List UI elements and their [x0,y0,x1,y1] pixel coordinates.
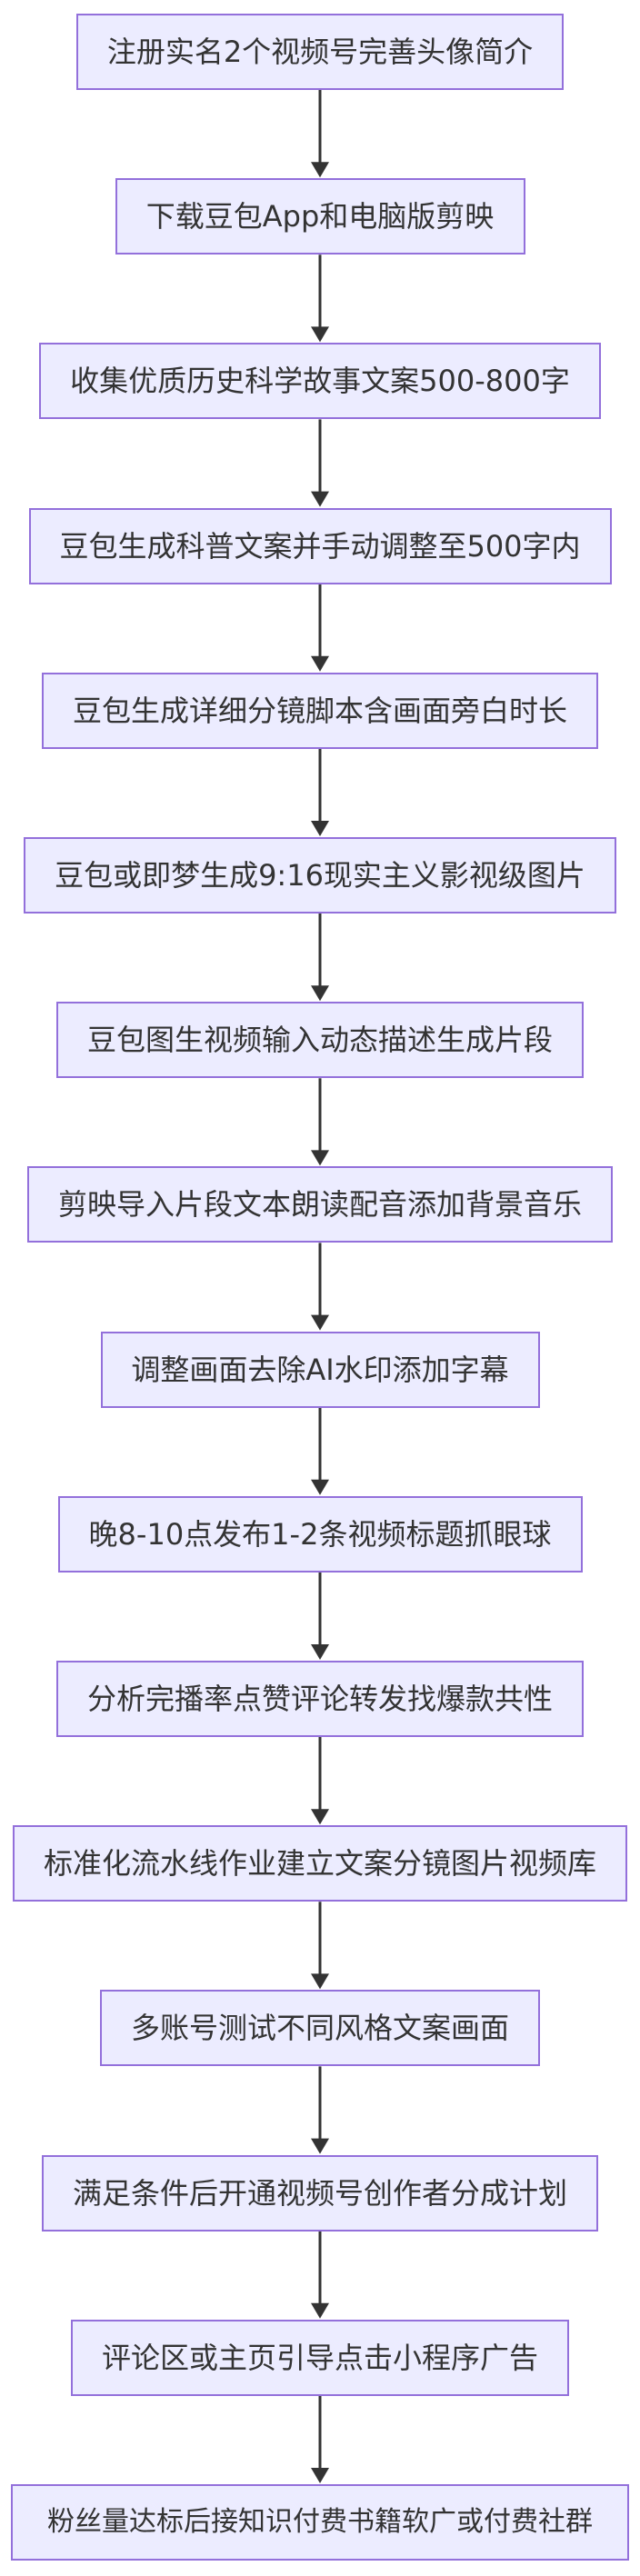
flow-step-label: 粉丝量达标后接知识付费书籍软广或付费社群 [47,2506,593,2538]
flow-step-label: 晚8-10点发布1-2条视频标题抓眼球 [88,1516,552,1552]
flow-step-label: 豆包图生视频输入动态描述生成片段 [86,1023,553,1058]
arrowhead-icon [311,2302,329,2319]
arrowhead-icon [311,1314,329,1331]
arrowhead-icon [311,2468,329,2483]
flow-arrow-8 [311,1243,329,1331]
arrowhead-icon [311,985,329,1002]
arrowhead-icon [311,821,329,836]
flow-step-label: 收集优质历史科学故事文案500-800字 [70,364,570,399]
flow-step-7: 豆包图生视频输入动态描述生成片段 [56,1002,584,1079]
flow-step-label: 剪映导入片段文本朗读配音添加背景音乐 [57,1187,582,1223]
flow-step-label: 满足条件后开通视频号创作者分成计划 [72,2175,567,2211]
arrowhead-icon [311,655,329,672]
flow-step-13: 多账号测试不同风格文案画面 [100,1990,540,2067]
flow-step-14: 满足条件后开通视频号创作者分成计划 [42,2154,598,2232]
flow-step-label: 多账号测试不同风格文案画面 [130,2011,509,2046]
flow-step-label: 分析完播率点赞评论转发找爆款共性 [86,1682,553,1716]
flow-arrow-12 [311,1902,329,1990]
flow-arrow-9 [311,1407,329,1495]
arrowhead-icon [311,1479,329,1495]
flow-step-4: 豆包生成科普文案并手动调整至500字内 [28,507,612,584]
flow-step-15: 评论区或主页引导点击小程序广告 [71,2319,569,2396]
arrowhead-icon [311,1644,329,1660]
flow-arrow-11 [311,1737,329,1825]
flow-arrow-4 [311,584,329,672]
flow-arrow-14 [311,2231,329,2319]
flow-step-12: 标准化流水线作业建立文案分镜图片视频库 [13,1825,627,1902]
arrowhead-icon [311,1150,329,1166]
flow-step-label: 豆包生成详细分镜脚本含画面旁白时长 [72,693,567,728]
flow-arrow-10 [311,1572,329,1660]
flow-step-10: 晚8-10点发布1-2条视频标题抓眼球 [57,1495,583,1573]
flow-arrow-1 [311,90,329,178]
arrowhead-icon [311,162,329,178]
flow-arrow-13 [311,2066,329,2154]
arrowhead-icon [311,1973,329,1990]
flow-step-label: 豆包生成科普文案并手动调整至500字内 [59,528,581,564]
flow-step-label: 下载豆包App和电脑版剪映 [145,199,495,235]
arrowhead-icon [311,2138,329,2154]
flow-step-2: 下载豆包App和电脑版剪映 [115,178,525,255]
flow-step-9: 调整画面去除AI水印添加字幕 [100,1331,540,1408]
flow-arrow-6 [311,914,329,1002]
flow-step-label: 标准化流水线作业建立文案分镜图片视频库 [43,1846,596,1882]
flow-step-16: 粉丝量达标后接知识付费书籍软广或付费社群 [11,2484,629,2561]
flow-arrow-3 [311,419,329,507]
flow-step-5: 豆包生成详细分镜脚本含画面旁白时长 [42,672,598,749]
flow-step-8: 剪映导入片段文本朗读配音添加背景音乐 [27,1166,613,1243]
arrowhead-icon [311,491,329,507]
flow-arrow-15 [311,2395,329,2483]
flow-step-label: 调整画面去除AI水印添加字幕 [131,1352,509,1387]
flow-arrow-2 [311,255,329,343]
flow-arrow-5 [311,748,329,836]
flow-step-3: 收集优质历史科学故事文案500-800字 [39,343,601,420]
flow-arrow-7 [311,1078,329,1166]
arrowhead-icon [311,326,329,343]
flow-step-label: 评论区或主页引导点击小程序广告 [101,2340,538,2375]
flow-step-label: 豆包或即梦生成9:16现实主义影视级图片 [55,858,585,893]
arrowhead-icon [311,1809,329,1825]
flow-step-11: 分析完播率点赞评论转发找爆款共性 [56,1661,584,1737]
flow-step-label: 注册实名2个视频号完善头像简介 [106,35,534,69]
flow-step-1: 注册实名2个视频号完善头像简介 [76,14,564,90]
flow-step-6: 豆包或即梦生成9:16现实主义影视级图片 [24,837,616,914]
